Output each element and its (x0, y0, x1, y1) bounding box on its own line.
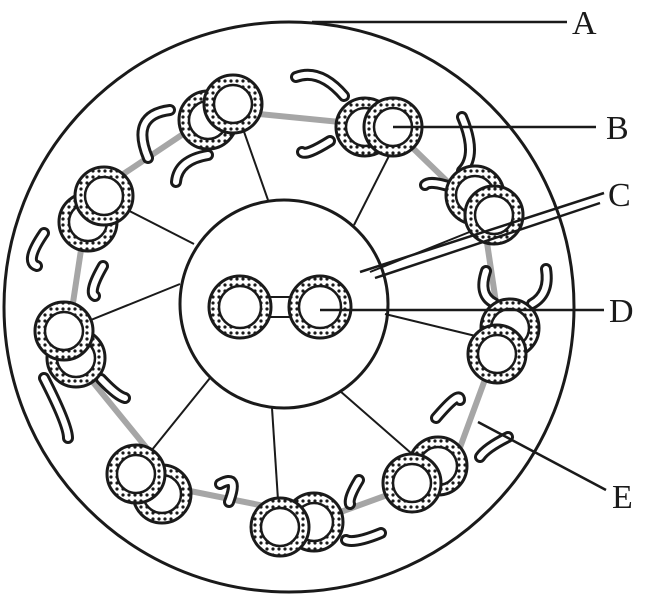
central-singlet-left (207, 274, 273, 340)
doublet-7 (105, 443, 193, 525)
doublet-6 (249, 491, 345, 558)
leader-lines (312, 20, 607, 492)
doublet-1 (177, 73, 264, 151)
central-sheath (178, 198, 390, 410)
label-a: A (572, 5, 597, 42)
label-c: C (608, 177, 631, 214)
central-singlet-right (287, 274, 353, 340)
label-e: E (612, 479, 633, 516)
plasma-membrane (2, 20, 576, 594)
doublet-4 (466, 297, 541, 385)
doublet-5 (381, 435, 469, 514)
label-b: B (606, 110, 629, 147)
doublet-9 (57, 165, 135, 253)
label-d: D (609, 293, 634, 330)
doublet-8 (33, 300, 107, 389)
